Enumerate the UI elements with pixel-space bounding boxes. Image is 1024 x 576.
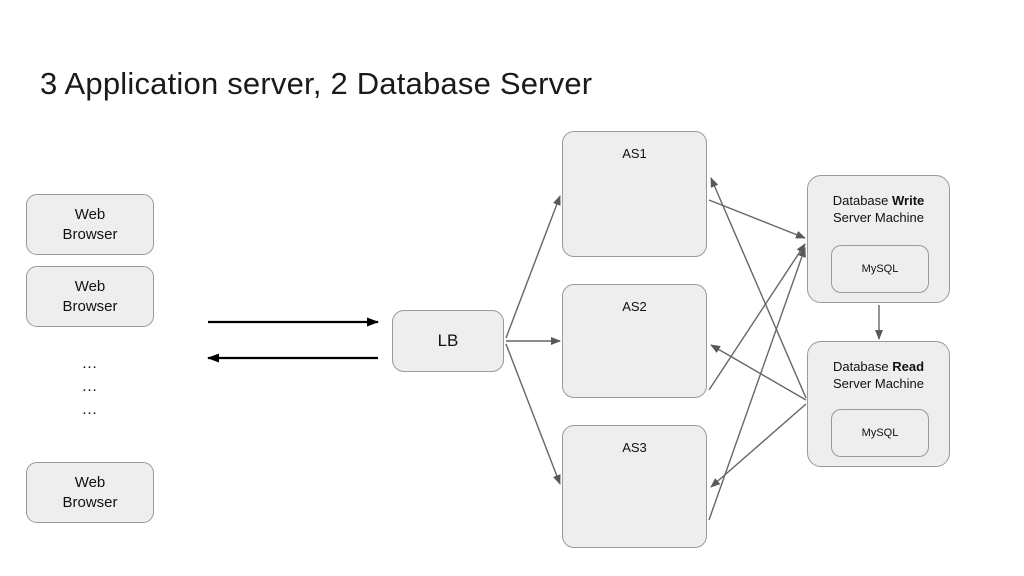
database-write-prefix: Database <box>832 193 892 208</box>
as3-to-write-db-arrow <box>708 247 806 521</box>
load-balancer-label: LB <box>437 331 459 350</box>
web-browser-label: Web Browser <box>62 205 118 243</box>
app-server-node-as2[interactable]: AS2 <box>562 284 707 398</box>
app-server-label: AS3 <box>622 440 647 455</box>
mysql-label: MySQL <box>861 262 899 275</box>
app-server-label: AS2 <box>622 299 647 314</box>
database-read-emphasis: Read <box>892 359 925 374</box>
database-write-suffix: Server Machine <box>832 210 925 225</box>
app-server-label: AS1 <box>622 146 647 161</box>
database-write-emphasis: Write <box>892 193 925 208</box>
ellipsis-line: … <box>81 378 99 395</box>
app-server-node-as3[interactable]: AS3 <box>562 425 707 548</box>
as2-to-write-db-arrow <box>708 243 806 391</box>
web-browser-label: Web Browser <box>62 277 118 315</box>
as1-to-write-db-arrow <box>708 199 806 239</box>
web-browser-node[interactable]: Web Browser <box>26 266 154 327</box>
mysql-instance-read[interactable]: MySQL <box>831 409 929 457</box>
read-db-to-as1-arrow <box>710 177 807 399</box>
load-balancer-node[interactable]: LB <box>392 310 504 372</box>
lb-to-as1-arrow <box>505 195 561 339</box>
browser-ellipsis-group: … … … <box>26 352 154 421</box>
ellipsis-line: … <box>81 355 99 372</box>
database-read-suffix: Server Machine <box>832 376 925 391</box>
app-server-node-as1[interactable]: AS1 <box>562 131 707 257</box>
web-browser-label: Web Browser <box>62 473 118 511</box>
read-db-to-as3-arrow <box>710 403 807 488</box>
ellipsis-line: … <box>81 401 99 418</box>
mysql-instance-write[interactable]: MySQL <box>831 245 929 293</box>
web-browser-node[interactable]: Web Browser <box>26 462 154 523</box>
page-title: 3 Application server, 2 Database Server <box>40 66 593 101</box>
web-browser-node[interactable]: Web Browser <box>26 194 154 255</box>
database-read-prefix: Database <box>832 359 893 374</box>
mysql-label: MySQL <box>861 426 899 439</box>
lb-to-as3-arrow <box>505 343 561 485</box>
read-db-to-as2-arrow <box>710 344 807 401</box>
